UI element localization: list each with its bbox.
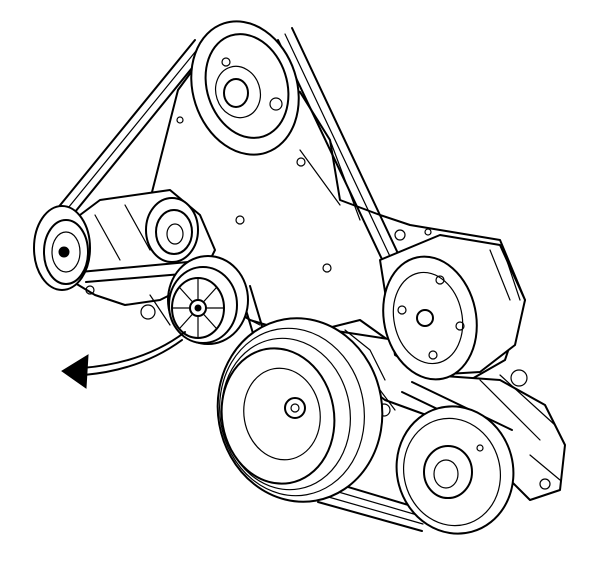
- power-steering-pulley: [33, 205, 91, 291]
- small-idler-pulley: [145, 197, 199, 263]
- water-pump-pulley: [395, 405, 515, 535]
- tensioner-rotation-arrow: [61, 331, 186, 389]
- belt-tensioner-pulley: [167, 255, 249, 345]
- upper-idler-pulley: [190, 20, 300, 156]
- generator-pulley: [379, 234, 526, 381]
- crankshaft-pulley: [216, 317, 396, 503]
